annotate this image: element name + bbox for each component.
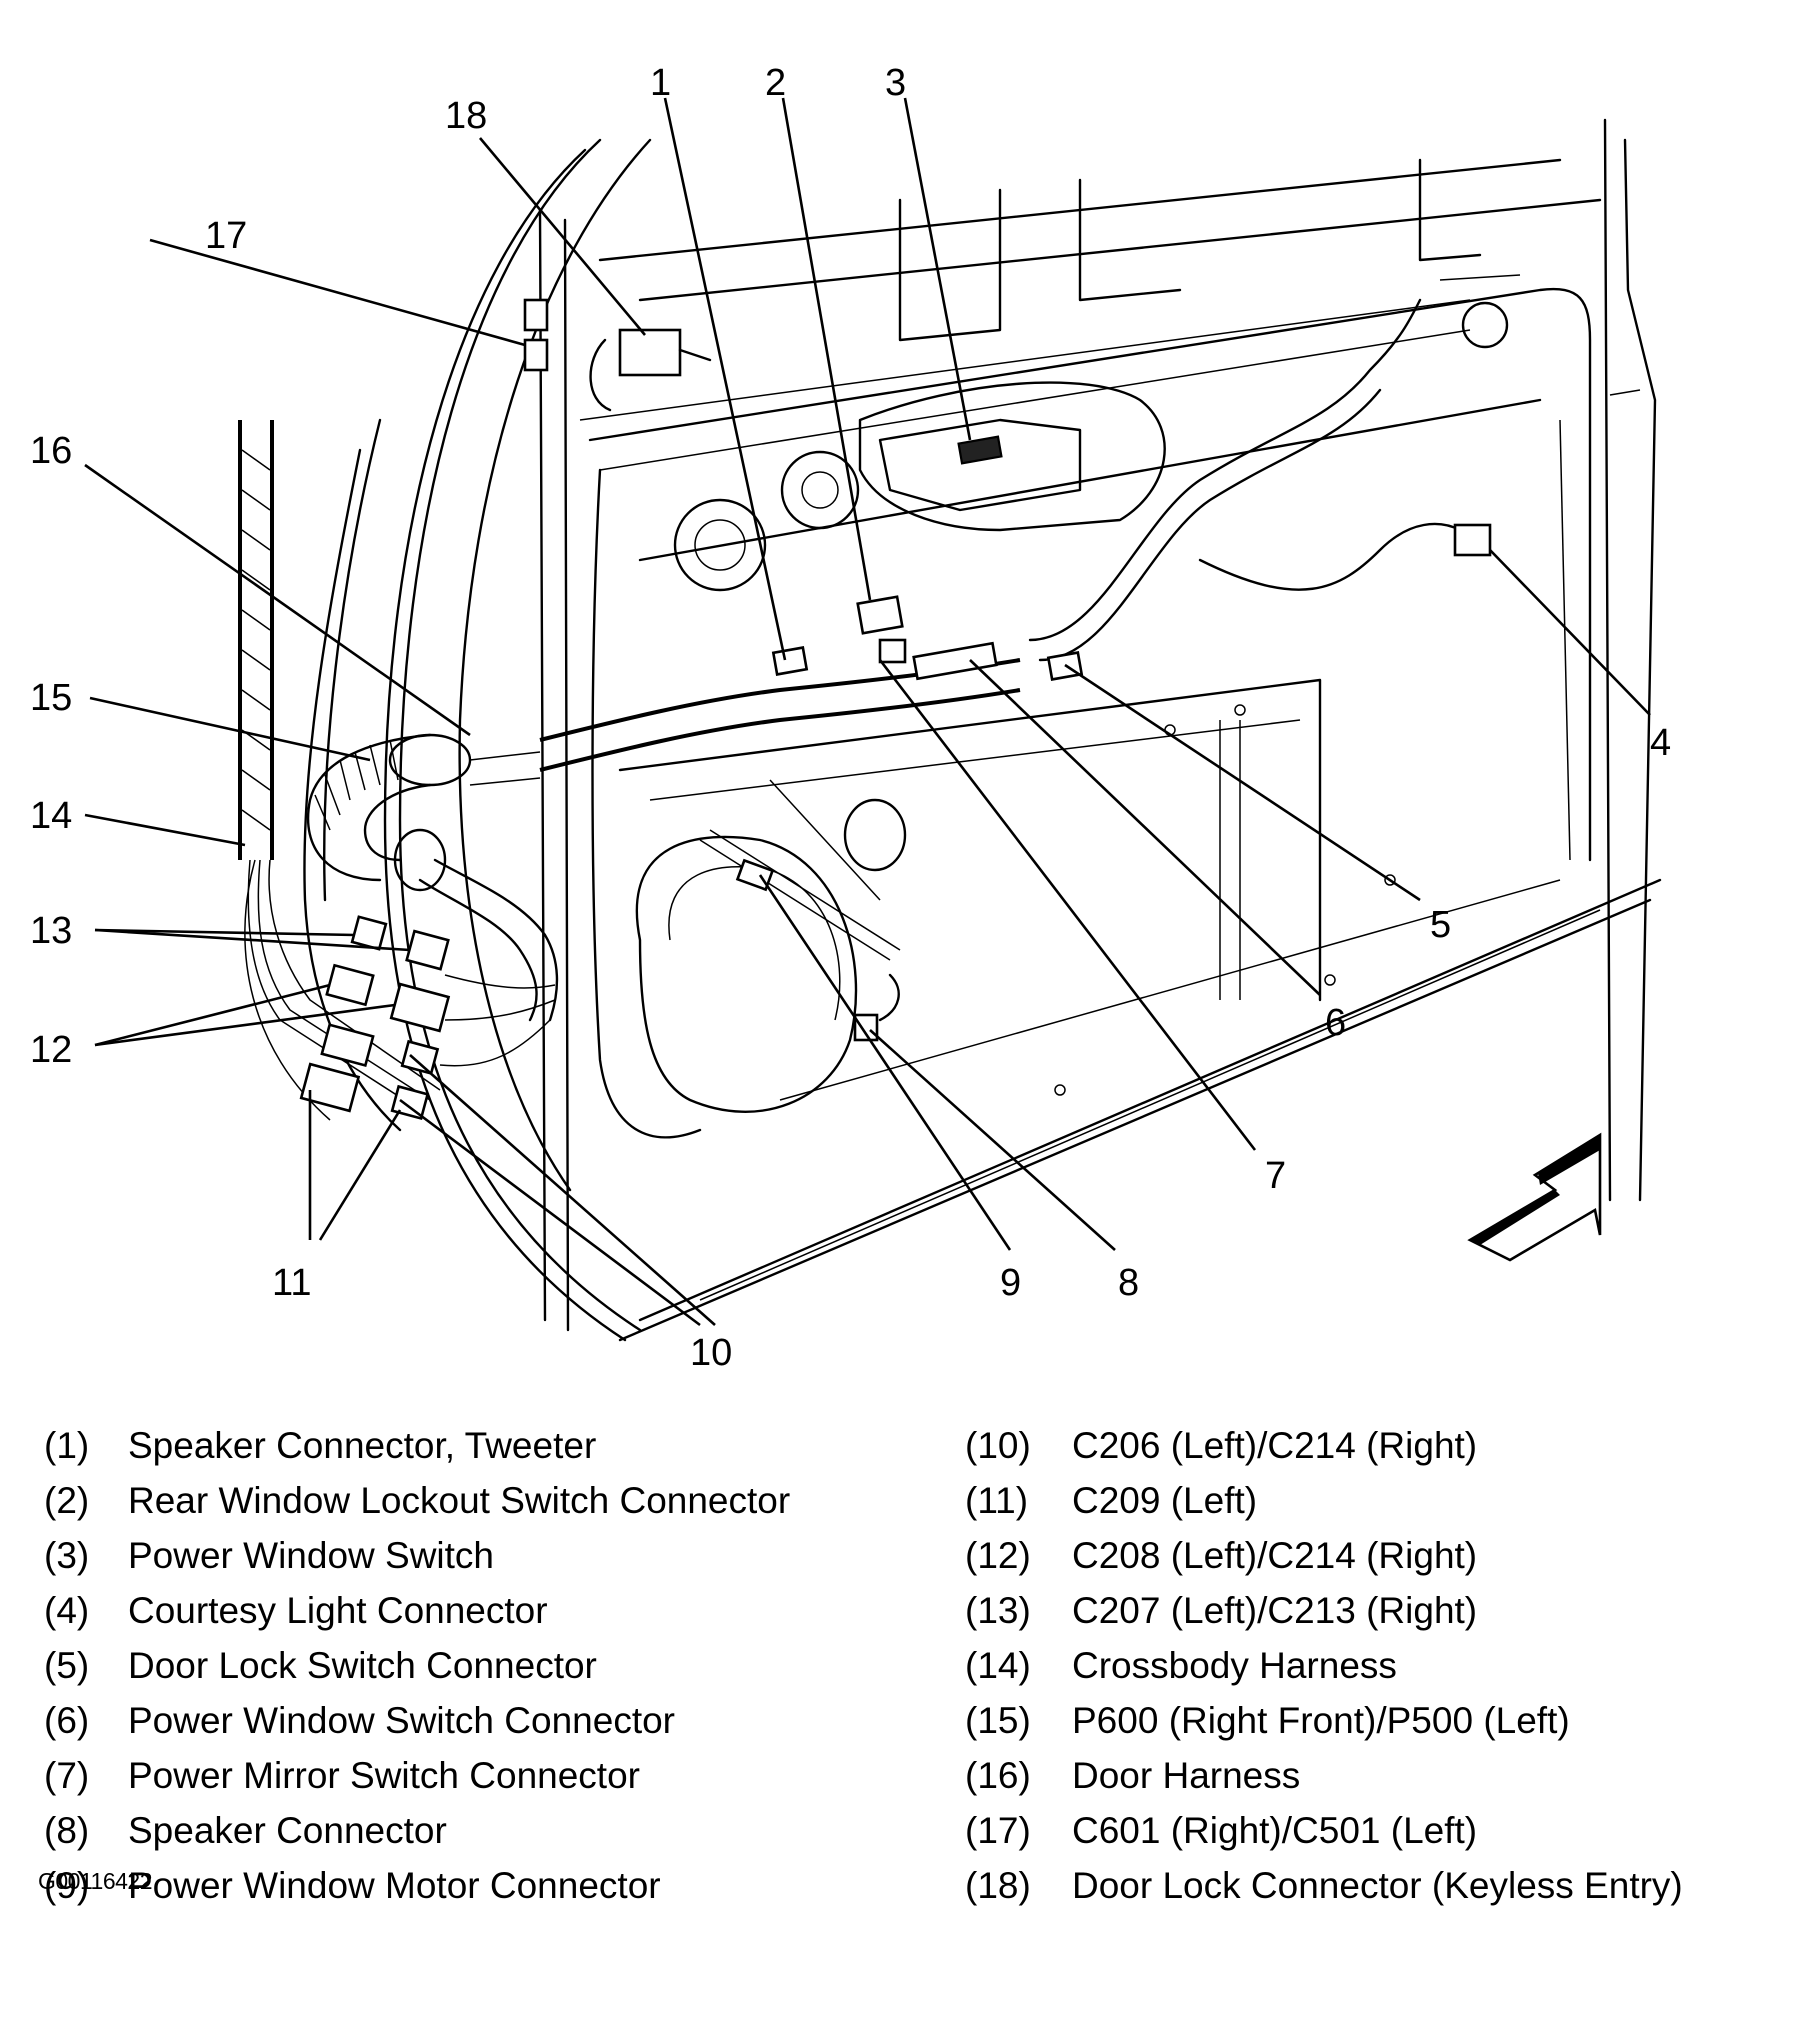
legend-label: Door Lock Connector (Keyless Entry)	[1072, 1865, 1683, 1906]
legend-item: (3) Power Window Switch	[44, 1528, 790, 1583]
door-harness-drawing	[238, 298, 1492, 1121]
view-direction-arrow	[1467, 1132, 1602, 1262]
door-body-outline	[303, 118, 1662, 1342]
legend-number: (18)	[965, 1865, 1031, 1906]
legend-item: (1) Speaker Connector, Tweeter	[44, 1418, 790, 1473]
legend-label: Speaker Connector, Tweeter	[128, 1425, 597, 1466]
legend-number: (6)	[44, 1700, 90, 1741]
legend-label: Power Window Motor Connector	[128, 1865, 661, 1906]
callout-8: 8	[1118, 1262, 1139, 1304]
legend-number: (10)	[965, 1425, 1031, 1466]
legend-number: (16)	[965, 1755, 1031, 1796]
callout-2: 2	[765, 62, 786, 104]
crossbody-harness	[238, 420, 441, 1121]
legend-label: C207 (Left)/C213 (Right)	[1072, 1590, 1478, 1631]
legend-label: Power Mirror Switch Connector	[128, 1755, 640, 1796]
callout-15: 15	[30, 677, 72, 719]
legend-number: (9)	[44, 1865, 90, 1906]
legend-item: (2) Rear Window Lockout Switch Connector	[44, 1473, 790, 1528]
legend-label: C601 (Right)/C501 (Left)	[1072, 1810, 1478, 1851]
callout-3: 3	[885, 62, 906, 104]
legend-number: (1)	[44, 1425, 90, 1466]
legend-number: (15)	[965, 1700, 1031, 1741]
legend-number: (12)	[965, 1535, 1031, 1576]
legend-item: (9) Power Window Motor Connector	[44, 1858, 790, 1913]
legend-item: (14) Crossbody Harness	[965, 1638, 1683, 1693]
legend-label: Speaker Connector	[128, 1810, 447, 1851]
legend-right-column: (10) C206 (Left)/C214 (Right) (11) C209 (L…	[965, 1418, 1683, 1913]
callout-11: 11	[272, 1262, 311, 1304]
legend-item: (11) C209 (Left)	[965, 1473, 1683, 1528]
legend-item: (6) Power Window Switch Connector	[44, 1693, 790, 1748]
legend-label: Rear Window Lockout Switch Connector	[128, 1480, 791, 1521]
legend-label: C208 (Left)/C214 (Right)	[1072, 1535, 1478, 1576]
callout-6: 6	[1325, 1002, 1346, 1044]
legend-label: Door Lock Switch Connector	[128, 1645, 597, 1686]
legend-item: (18) Door Lock Connector (Keyless Entry)	[965, 1858, 1683, 1913]
callout-13: 13	[30, 910, 72, 952]
legend-number: (7)	[44, 1755, 90, 1796]
callout-10: 10	[690, 1332, 732, 1374]
legend-label: Power Window Switch Connector	[128, 1700, 675, 1741]
door-wiring-diagram: 1 2 3 4 5 6 7 8 9 10 11 12 13 14 15 16 1…	[30, 62, 1671, 1374]
legend-left-column: (1) Speaker Connector, Tweeter (2) Rear Wi…	[44, 1418, 790, 1913]
callout-14: 14	[30, 795, 72, 837]
legend-number: (17)	[965, 1810, 1031, 1851]
legend-item: (10) C206 (Left)/C214 (Right)	[965, 1418, 1683, 1473]
legend-item: (7) Power Mirror Switch Connector	[44, 1748, 790, 1803]
callout-labels: 1 2 3 4 5 6 7 8 9 10 11 12 13 14 15 16 1…	[30, 62, 1671, 1374]
legend-label: P600 (Right Front)/P500 (Left)	[1072, 1700, 1570, 1741]
legend-label: Courtesy Light Connector	[128, 1590, 548, 1631]
legend-item: (8) Speaker Connector	[44, 1803, 790, 1858]
legend-label: C209 (Left)	[1072, 1480, 1258, 1521]
legend-item: (5) Door Lock Switch Connector	[44, 1638, 790, 1693]
legend-number: (4)	[44, 1590, 90, 1631]
legend-label: Power Window Switch	[128, 1535, 495, 1576]
harness-boot	[307, 733, 559, 1022]
legend-number: (14)	[965, 1645, 1031, 1686]
legend-number: (11)	[965, 1480, 1029, 1521]
callout-4: 4	[1650, 722, 1671, 764]
legend-item: (13) C207 (Left)/C213 (Right)	[965, 1583, 1683, 1638]
leader-lines	[84, 97, 1651, 1327]
figure-id: G00116422	[38, 1868, 153, 1894]
callout-5: 5	[1430, 904, 1451, 946]
legend-item: (16) Door Harness	[965, 1748, 1683, 1803]
legend-number: (13)	[965, 1590, 1031, 1631]
callout-12: 12	[30, 1029, 72, 1071]
callout-1: 1	[650, 62, 671, 104]
legend-item: (12) C208 (Left)/C214 (Right)	[965, 1528, 1683, 1583]
callout-17: 17	[205, 215, 247, 257]
legend-number: (5)	[44, 1645, 90, 1686]
legend-item: (4) Courtesy Light Connector	[44, 1583, 790, 1638]
legend-number: (3)	[44, 1535, 90, 1576]
legend-label: C206 (Left)/C214 (Right)	[1072, 1425, 1478, 1466]
legend-label: Crossbody Harness	[1072, 1645, 1397, 1686]
callout-7: 7	[1265, 1155, 1286, 1197]
legend-item: (15) P600 (Right Front)/P500 (Left)	[965, 1693, 1683, 1748]
callout-9: 9	[1000, 1262, 1021, 1304]
callout-18: 18	[445, 95, 487, 137]
legend-number: (8)	[44, 1810, 90, 1851]
legend-number: (2)	[44, 1480, 90, 1521]
legend-label: Door Harness	[1072, 1755, 1301, 1796]
legend-item: (17) C601 (Right)/C501 (Left)	[965, 1803, 1683, 1858]
callout-16: 16	[30, 430, 72, 472]
